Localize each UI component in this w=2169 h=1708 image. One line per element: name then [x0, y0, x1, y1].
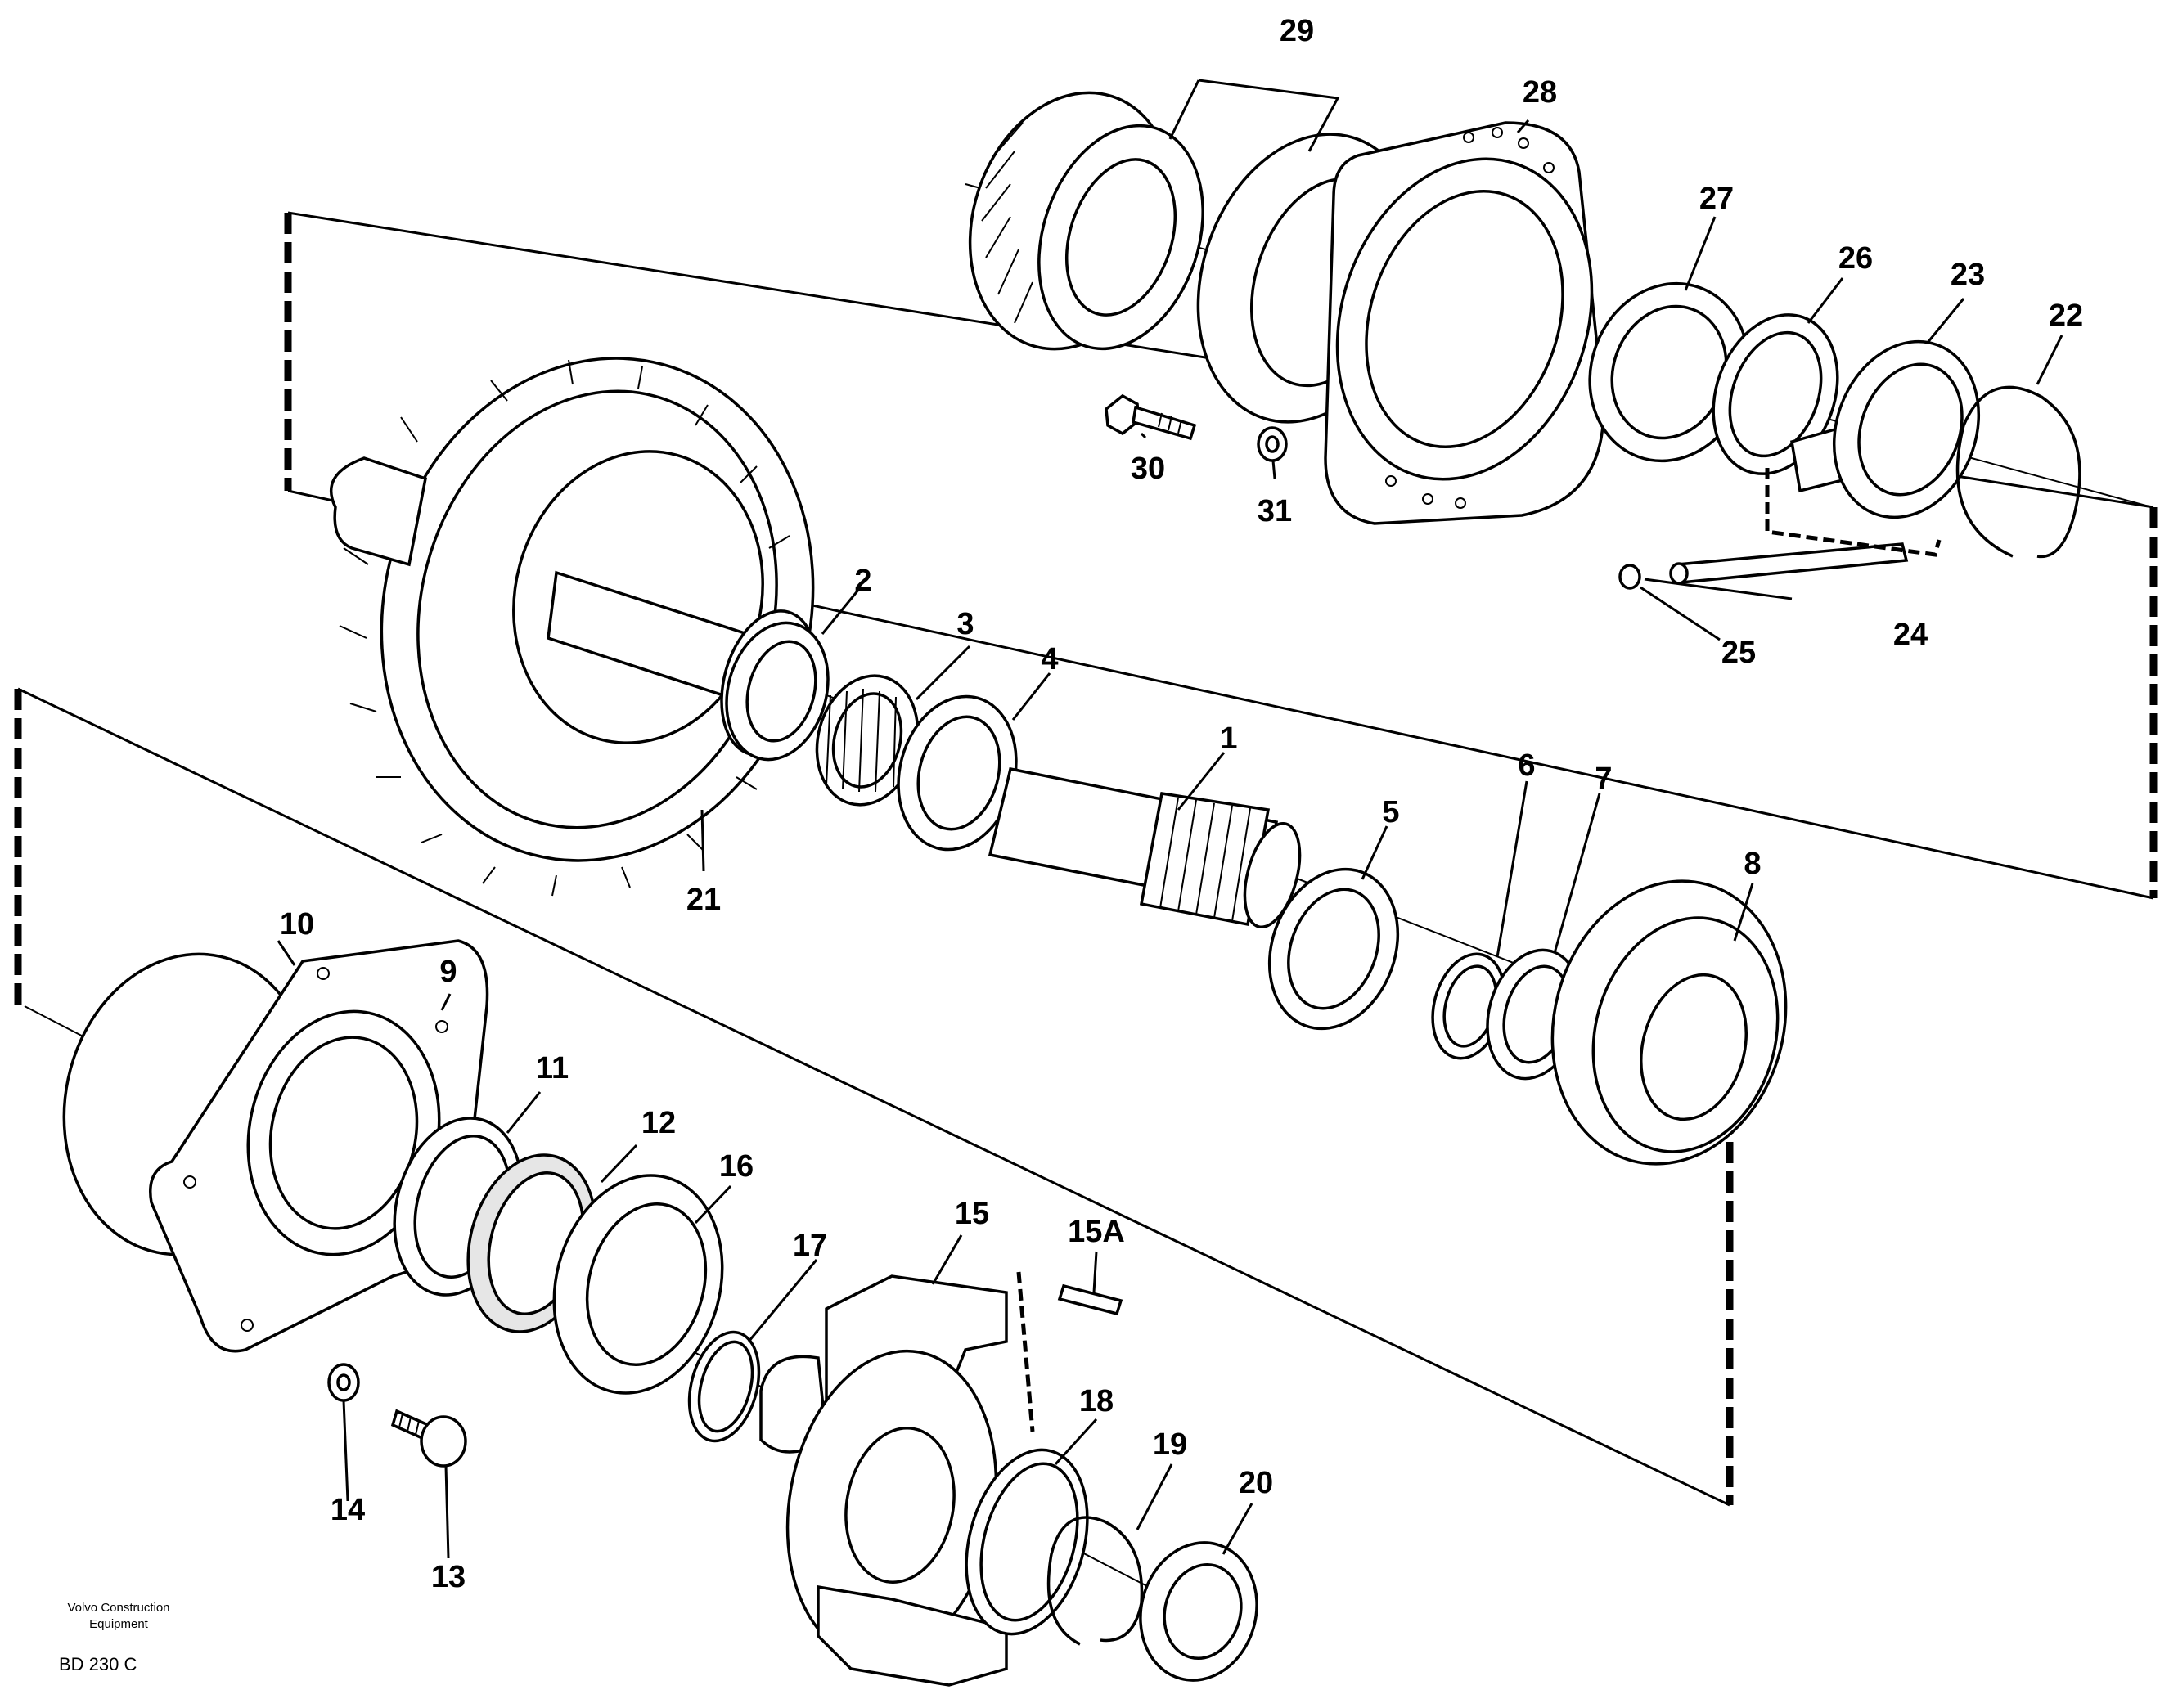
part-20-nut [1139, 1541, 1258, 1682]
part-16-seal-ring [552, 1174, 724, 1395]
label-1: 1 [1220, 721, 1237, 756]
label-24: 24 [1893, 618, 1928, 652]
label-26: 26 [1838, 241, 1873, 276]
part-1-splined-shaft [988, 766, 1302, 929]
label-8: 8 [1744, 847, 1761, 881]
drawing-code: BD 230 C [59, 1654, 137, 1674]
part-15a-pin [1057, 1283, 1123, 1316]
part-2-spacer-ring [725, 621, 830, 762]
part-13-bolt [390, 1409, 467, 1468]
label-30: 30 [1131, 452, 1165, 486]
label-22: 22 [2049, 299, 2083, 333]
part-5-needle-thrust-bearing [1267, 867, 1400, 1031]
part-19-circlip [1046, 1516, 1144, 1646]
label-20: 20 [1239, 1466, 1273, 1500]
label-23: 23 [1951, 258, 1985, 292]
part-number-labels: 1 2 3 4 5 6 7 8 9 10 11 12 13 14 15 15A … [280, 14, 2083, 1594]
label-17: 17 [793, 1229, 827, 1263]
part-8-ball-bearing [1550, 879, 1788, 1166]
label-13: 13 [431, 1560, 466, 1594]
label-2: 2 [854, 564, 871, 598]
part-28-bearing-housing [1324, 121, 1605, 525]
leader-lines [277, 79, 2063, 1559]
label-4: 4 [1041, 642, 1058, 676]
part-31-washer [1257, 426, 1288, 462]
company-name-line2: Equipment [89, 1617, 149, 1631]
label-16: 16 [719, 1149, 754, 1184]
label-10: 10 [280, 907, 314, 942]
label-12: 12 [641, 1106, 676, 1140]
label-7: 7 [1595, 762, 1612, 796]
part-30-bolt [1105, 393, 1197, 441]
company-name-line1: Volvo Construction [67, 1601, 169, 1615]
label-18: 18 [1079, 1384, 1114, 1418]
label-6: 6 [1518, 748, 1535, 783]
part-14-washer [327, 1363, 360, 1402]
part-24-pin [1669, 468, 1942, 585]
drawing-footer: Volvo Construction Equipment BD 230 C [59, 1601, 170, 1674]
part-21-helical-gear [330, 357, 818, 897]
label-5: 5 [1382, 795, 1399, 829]
part-15-flange-yoke [759, 1271, 1035, 1687]
label-29: 29 [1280, 14, 1314, 48]
label-25: 25 [1721, 636, 1756, 670]
label-11: 11 [536, 1051, 569, 1085]
part-23-lever-sleeve [1790, 339, 1981, 519]
label-15a: 15A [1068, 1215, 1125, 1249]
label-9: 9 [439, 955, 457, 989]
label-3: 3 [956, 607, 974, 641]
label-21: 21 [686, 883, 721, 917]
label-19: 19 [1153, 1427, 1187, 1462]
part-22-circlip [1955, 385, 2081, 559]
part-17-o-ring [687, 1330, 761, 1443]
label-31: 31 [1258, 494, 1292, 528]
label-28: 28 [1523, 75, 1557, 110]
part-18-ring [965, 1448, 1089, 1636]
label-14: 14 [331, 1493, 365, 1527]
label-15: 15 [955, 1197, 989, 1231]
label-27: 27 [1699, 182, 1734, 216]
part-25-washer [1618, 564, 1641, 590]
part-26-ring [1712, 313, 1839, 475]
